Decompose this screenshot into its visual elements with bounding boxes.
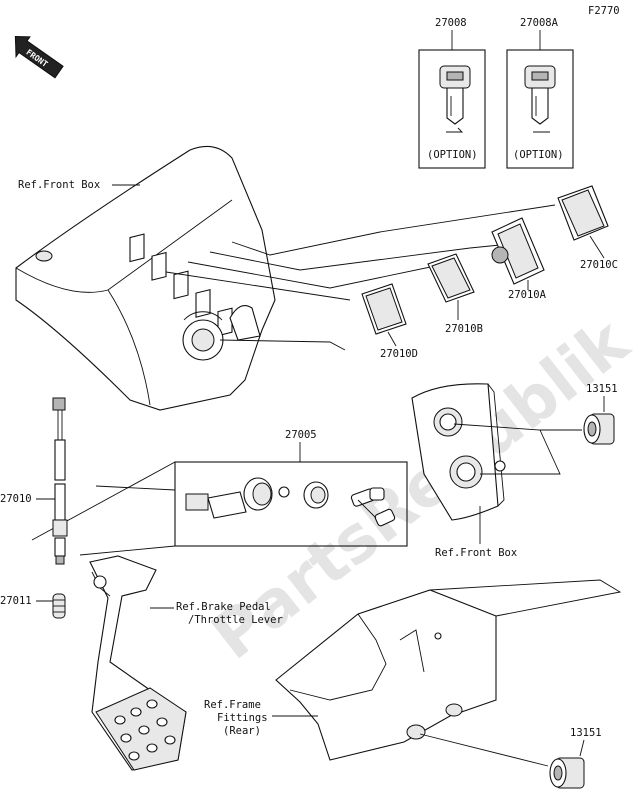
front-box-dashboard (15, 145, 276, 411)
part-number-27010a: 27010A (508, 289, 547, 301)
gear-icon (491, 246, 509, 264)
pedal-holes (114, 699, 176, 761)
ignition-set-box (174, 461, 408, 547)
part-number-27005: 27005 (285, 429, 317, 441)
switch-27010d[interactable]: 27010D (361, 283, 418, 360)
ref-brake-pedal-line2: /Throttle Lever (188, 614, 283, 626)
part-number-27010d: 27010D (380, 348, 418, 360)
harness-27010[interactable] (52, 397, 68, 565)
front-arrow-icon: FRONT (14, 35, 64, 79)
key-icon (524, 65, 556, 125)
ignition-keys (350, 487, 396, 527)
ref-front-box-top: Ref.Front Box (18, 179, 100, 191)
option-note-27008: (OPTION) (427, 149, 478, 161)
key-icon (439, 65, 471, 125)
option-key-27008a[interactable]: 27008A (OPTION) (506, 17, 574, 169)
frame-fittings-rear (275, 579, 622, 761)
ref-brake-pedal-line1: Ref.Brake Pedal (176, 601, 271, 613)
front-box-socket-panel (411, 383, 506, 521)
ref-frame-line1: Ref.Frame (204, 699, 261, 711)
ignition-nut (303, 481, 329, 509)
option-note-27008a: (OPTION) (513, 149, 564, 161)
power-socket-13151-bottom[interactable]: 13151 (419, 727, 602, 789)
part-number-13151-bottom: 13151 (570, 727, 602, 739)
power-socket-13151-top[interactable]: 13151 (453, 383, 618, 475)
part-number-13151-top: 13151 (586, 383, 618, 395)
switch-27010a[interactable]: 27010A (491, 217, 547, 301)
ref-frame-line3: (Rear) (223, 725, 261, 737)
page-code: F2770 (588, 5, 620, 17)
ignition-switch-27005[interactable] (185, 477, 290, 519)
ref-frame-line2: Fittings (217, 712, 268, 724)
option-key-27008[interactable]: 27008 (OPTION) (418, 17, 486, 169)
brake-pedal (89, 555, 187, 771)
switch-27011[interactable] (52, 593, 66, 619)
ref-front-box-mid: Ref.Front Box (435, 547, 517, 559)
switch-27010c[interactable]: 27010C (557, 185, 618, 271)
part-number-27008a: 27008A (520, 17, 559, 29)
part-number-27010b: 27010B (445, 323, 483, 335)
part-number-27008: 27008 (435, 17, 467, 29)
part-number-27010c: 27010C (580, 259, 618, 271)
switch-27010b[interactable]: 27010B (427, 253, 483, 335)
part-number-27010: 27010 (0, 493, 32, 505)
part-number-27011: 27011 (0, 595, 32, 607)
